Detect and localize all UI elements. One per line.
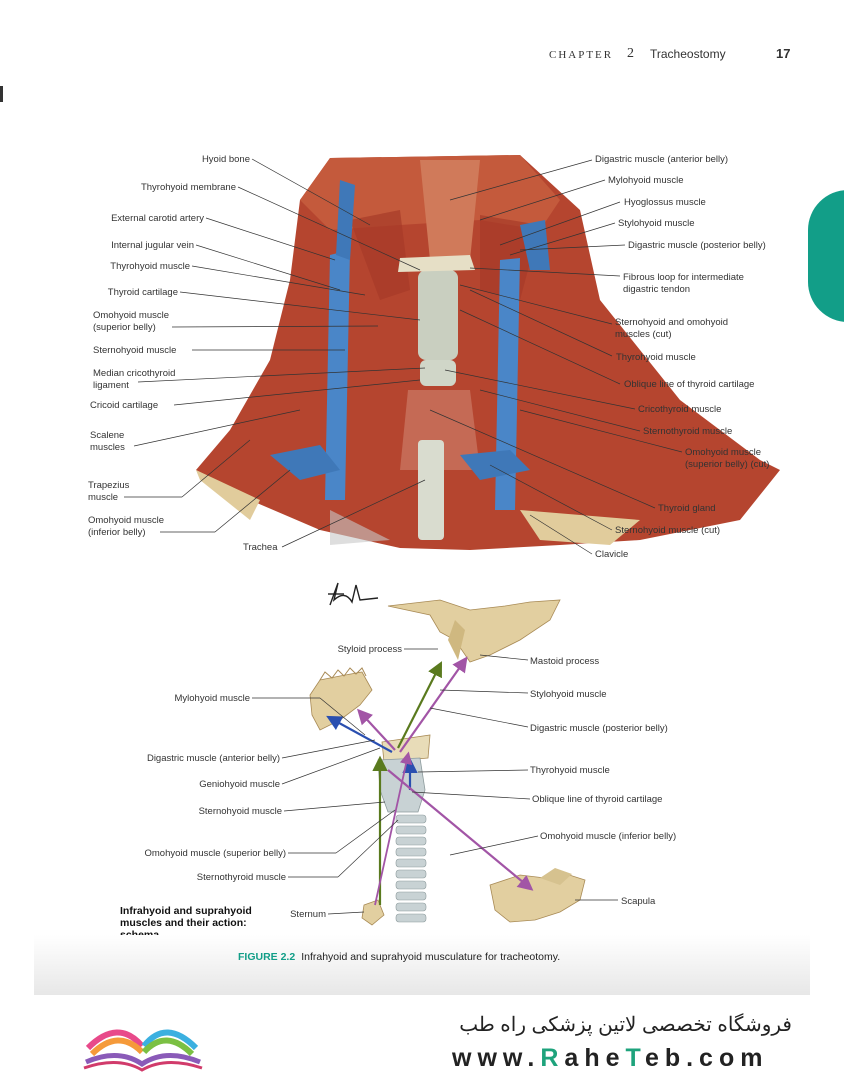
chapter-title: Tracheostomy xyxy=(650,47,726,61)
label-cricoid-cartilage: Cricoid cartilage xyxy=(90,400,158,411)
schema-labels-left: Styloid process Mylohyoid muscle Digastr… xyxy=(145,644,403,920)
chapter-number: 2 xyxy=(627,46,634,61)
schema-labels-right: Mastoid process Stylohyoid muscle Digast… xyxy=(530,656,676,907)
schema-leaders xyxy=(252,648,618,915)
label-digastric-anterior-schema: Digastric muscle (anterior belly) xyxy=(147,753,280,764)
label-oblique-line: Oblique line of thyroid cartilage xyxy=(624,379,754,390)
label-thyrohyoid-muscle-right: Thyrohyoid muscle xyxy=(616,352,696,363)
label-mylohyoid-muscle: Mylohyoid muscle xyxy=(608,175,684,186)
arrow-sternothyroid xyxy=(374,751,413,906)
label-thyroid-gland: Thyroid gland xyxy=(658,503,716,514)
label-hyoglossus-muscle: Hyoglossus muscle xyxy=(624,197,706,208)
arrow-mylohyoid xyxy=(357,708,396,751)
label-fibrous-loop: Fibrous loop for intermediate xyxy=(623,272,744,283)
label-muscles-cut: muscles (cut) xyxy=(615,329,671,340)
running-header: CHAPTER 2 Tracheostomy 17 xyxy=(0,46,844,66)
label-clavicle: Clavicle xyxy=(595,549,628,560)
label-muscles: muscles xyxy=(90,442,125,453)
label-omohyoid-inferior: Omohyoid muscle xyxy=(88,515,164,526)
top-leaders-right xyxy=(429,159,683,555)
label-stylohyoid-muscle: Stylohyoid muscle xyxy=(618,218,695,229)
arrow-omohyoid xyxy=(387,769,534,891)
label-sternohyoid-cut: Sternohyoid muscle (cut) xyxy=(615,525,720,536)
caption-band xyxy=(34,935,810,995)
label-scapula: Scapula xyxy=(621,896,656,907)
label-stylohyoid-schema: Stylohyoid muscle xyxy=(530,689,607,700)
label-omohyoid-inferior-schema: Omohyoid muscle (inferior belly) xyxy=(540,831,676,842)
label-superior-belly-cut: (superior belly) (cut) xyxy=(685,459,769,470)
top-leaders-left xyxy=(124,158,426,548)
url-end: eb.com xyxy=(644,1044,769,1072)
label-thyroid-cartilage: Thyroid cartilage xyxy=(108,287,178,298)
label-thyrohyoid-schema: Thyrohyoid muscle xyxy=(530,765,610,776)
label-sternohyoid-omohyoid: Sternohyoid and omohyoid xyxy=(615,317,728,328)
label-sternohyoid-muscle: Sternohyoid muscle xyxy=(93,345,176,356)
label-omohyoid-superior-schema: Omohyoid muscle (superior belly) xyxy=(145,848,287,859)
top-labels-right: Digastric muscle (anterior belly) Mylohy… xyxy=(595,154,769,560)
arrow-digastric-posterior xyxy=(399,656,468,753)
margin-mark xyxy=(0,86,3,102)
label-sternohyoid-schema: Sternohyoid muscle xyxy=(199,806,282,817)
label-thyrohyoid-muscle: Thyrohyoid muscle xyxy=(110,261,190,272)
url-letter-t: T xyxy=(625,1044,645,1072)
top-labels-left-block: Omohyoid muscle (superior belly) Sternoh… xyxy=(88,310,278,553)
shop-name: فروشگاه تخصصی لاتین پزشکی راه طب xyxy=(459,1014,792,1036)
label-inferior-belly: (inferior belly) xyxy=(88,527,146,538)
label-external-carotid-artery: External carotid artery xyxy=(111,213,204,224)
label-internal-jugular-vein: Internal jugular vein xyxy=(111,240,194,251)
neck-illustration xyxy=(196,155,780,550)
figure-number: FIGURE 2.2 xyxy=(238,951,296,963)
page-number: 17 xyxy=(776,46,791,61)
caption-text: Infrahyoid and suprahyoid musculature fo… xyxy=(301,951,561,963)
url-prefix: www. xyxy=(452,1044,541,1072)
book-logo-icon xyxy=(83,1029,203,1072)
label-mylohyoid-muscle-schema: Mylohyoid muscle xyxy=(175,693,251,704)
arrow-stylohyoid xyxy=(397,661,442,749)
label-styloid-process: Styloid process xyxy=(338,644,403,655)
top-labels-left: Hyoid bone Thyrohyoid membrane External … xyxy=(108,154,250,298)
label-digastric-tendon: digastric tendon xyxy=(623,284,690,295)
label-sternothyroid-muscle: Sternothyroid muscle xyxy=(643,426,732,437)
url-letter-r: R xyxy=(540,1044,565,1072)
label-thyrohyoid-membrane: Thyrohyoid membrane xyxy=(141,182,236,193)
label-sternum: Sternum xyxy=(290,909,326,920)
label-mastoid-process: Mastoid process xyxy=(530,656,599,667)
label-cricothyroid-muscle: Cricothyroid muscle xyxy=(638,404,721,415)
label-digastric-posterior-schema: Digastric muscle (posterior belly) xyxy=(530,723,668,734)
label-omohyoid-superior-cut: Omohyoid muscle xyxy=(685,447,761,458)
chapter-word: CHAPTER xyxy=(549,49,614,61)
site-url[interactable]: www.RaheTeb.com xyxy=(452,1044,768,1073)
label-superior-belly: (superior belly) xyxy=(93,322,156,333)
label-trachea: Trachea xyxy=(243,542,278,553)
label-ligament: ligament xyxy=(93,380,129,391)
arrow-digastric-anterior xyxy=(326,715,393,753)
label-sternothyroid-schema: Sternothyroid muscle xyxy=(197,872,286,883)
url-mid: ahe xyxy=(564,1044,626,1072)
label-trapezius-muscle: muscle xyxy=(88,492,118,503)
label-scalene: Scalene xyxy=(90,430,124,441)
label-median-cricothyroid: Median cricothyroid xyxy=(93,368,175,379)
muscle-action-arrows xyxy=(326,656,534,906)
label-geniohyoid-muscle: Geniohyoid muscle xyxy=(199,779,280,790)
label-oblique-line-schema: Oblique line of thyroid cartilage xyxy=(532,794,662,805)
label-digastric-posterior: Digastric muscle (posterior belly) xyxy=(628,240,766,251)
label-hyoid-bone: Hyoid bone xyxy=(202,154,250,165)
label-digastric-anterior: Digastric muscle (anterior belly) xyxy=(595,154,728,165)
figure-caption: FIGURE 2.2 Infrahyoid and suprahyoid musc… xyxy=(238,951,560,963)
chapter-thumb-tab xyxy=(808,190,844,322)
artist-signature xyxy=(328,582,379,606)
label-trapezius: Trapezius xyxy=(88,480,130,491)
label-omohyoid-muscle: Omohyoid muscle xyxy=(93,310,169,321)
